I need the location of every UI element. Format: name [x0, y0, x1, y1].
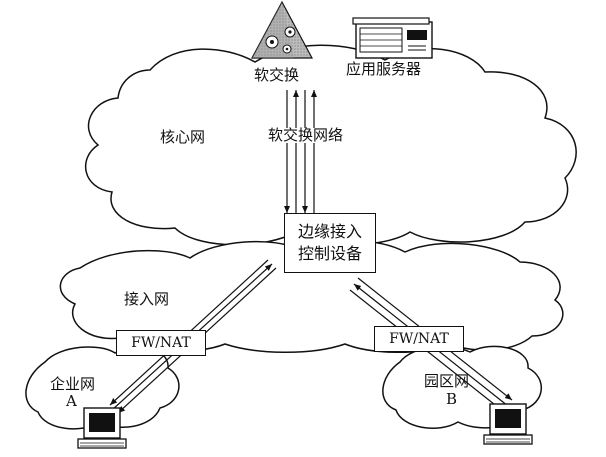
enterprise-network-cloud [25, 345, 180, 430]
fw-nat-left-label: FW/NAT [131, 335, 191, 351]
campus-network-label: 园区网 [424, 372, 470, 390]
softswitch-network-label: 软交换网络 [268, 126, 344, 144]
fw-nat-left-box: FW/NAT [116, 330, 206, 356]
fw-nat-right-label: FW/NAT [389, 331, 449, 347]
enterprise-network-label: 企业网 [50, 375, 96, 393]
computer-terminal-icon [77, 407, 127, 449]
campus-id-label: B [446, 390, 458, 408]
edge-device-label-line1: 边缘接入 [297, 222, 362, 242]
core-network-cloud [84, 44, 577, 246]
computer-terminal-icon [483, 403, 533, 445]
edge-access-control-device: 边缘接入 控制设备 [284, 213, 376, 273]
softswitch-label: 软交换 [254, 66, 300, 84]
edge-device-label-line2: 控制设备 [297, 244, 362, 263]
server-rack-icon [352, 17, 433, 59]
fw-nat-right-box: FW/NAT [374, 326, 464, 352]
core-network-label: 核心网 [160, 128, 206, 146]
app-server-label: 应用服务器 [346, 60, 422, 78]
enterprise-id-label: A [66, 392, 77, 410]
access-network-label: 接入网 [124, 290, 170, 308]
core-arrows [284, 90, 317, 213]
softswitch-gear-pyramid-icon [250, 0, 314, 59]
